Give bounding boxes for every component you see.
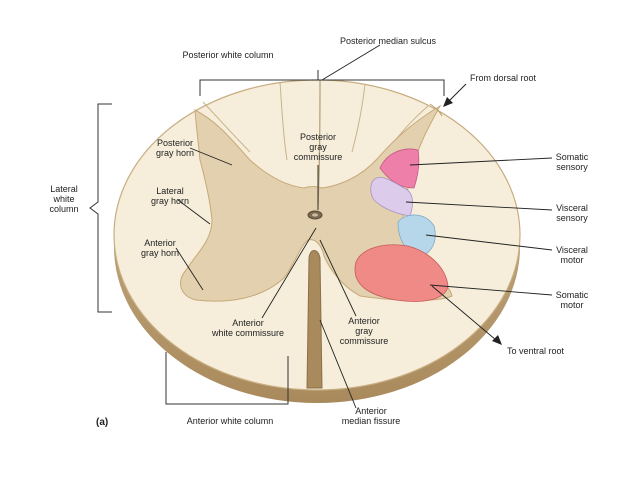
dorsal-root-entry [429,103,443,117]
label-line: gray horn [150,196,190,206]
label-posterior-white-column: Posterior white column [182,50,274,60]
label-visceral-sensory: Visceral sensory [550,203,594,223]
label-anterior-median-fissure: Anterior median fissure [326,406,416,426]
label-line: Lateral [156,186,184,196]
label-posterior-gray-commissure: Posterior gray commissure [290,132,346,162]
label-line: Posterior [299,132,336,142]
arrow-dorsal-root [443,83,467,107]
central-canal-lumen [312,213,318,217]
label-line: Lateral [50,184,78,194]
label-lateral-gray-horn: Lateral gray horn [140,186,200,206]
bracket-posterior-white-column [199,70,445,96]
label-visceral-motor: Visceral motor [550,245,594,265]
posterior-median-sulcus [317,79,321,206]
label-line: Posterior [156,138,193,148]
arrow-ventral-root [492,335,502,345]
label-line: Somatic [555,152,589,162]
label-line: Visceral [556,245,588,255]
label-line: commissure [293,152,343,162]
anterior-median-fissure [306,250,323,389]
label-posterior-median-sulcus: Posterior median sulcus [339,36,437,46]
label-line: Anterior [348,316,380,326]
label-line: motor [560,255,584,265]
label-anterior-gray-commissure: Anterior gray commissure [334,316,394,346]
label-line: gray horn [140,248,180,258]
label-line: gray [309,142,327,152]
label-posterior-gray-horn: Posterior gray horn [145,138,205,158]
label-from-dorsal-root: From dorsal root [470,73,537,83]
label-line: median fissure [341,416,401,426]
label-line: Visceral [556,203,588,213]
label-line: Anterior [232,318,264,328]
label-anterior-gray-horn: Anterior gray horn [130,238,190,258]
label-line: Anterior [355,406,387,416]
label-somatic-motor: Somatic motor [550,290,594,310]
label-lateral-white-column: Lateral white column [44,184,84,214]
label-line: sensory [556,162,588,172]
figure-letter: (a) [96,417,109,428]
label-line: column [49,204,79,214]
label-somatic-sensory: Somatic sensory [550,152,594,172]
label-line: Anterior [144,238,176,248]
label-to-ventral-root: To ventral root [507,346,565,356]
label-anterior-white-commissure: Anterior white commissure [200,318,296,338]
label-line: Somatic [555,290,589,300]
label-line: motor [560,300,584,310]
label-line: commissure [339,336,389,346]
bracket-anterior-white-column [165,352,289,405]
leader-lines [175,44,553,409]
bracket-lateral-white-column [89,103,112,313]
label-line: gray horn [155,148,195,158]
label-line: gray [355,326,373,336]
label-anterior-white-column: Anterior white column [186,416,274,426]
label-line: sensory [556,213,588,223]
label-line: white commissure [211,328,285,338]
label-line: white [53,194,75,204]
